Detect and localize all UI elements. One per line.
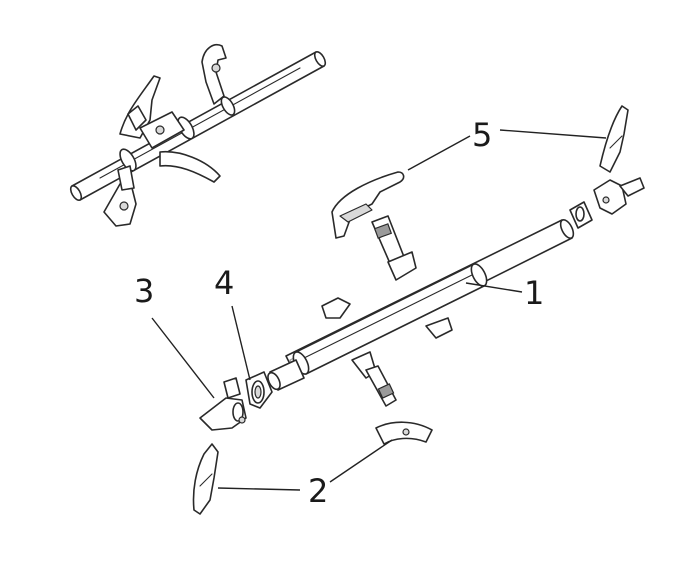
leader-line-2b — [329, 439, 393, 483]
callout-5: 5 — [472, 116, 492, 154]
leader-lines — [151, 129, 607, 491]
lower-fork-part — [351, 351, 433, 445]
leader-line-5b — [499, 129, 607, 139]
callout-2: 2 — [308, 472, 328, 510]
upper-fork-part — [331, 171, 417, 281]
right-side-parts — [569, 105, 645, 229]
collar-part — [199, 377, 247, 431]
main-shaft-part — [267, 219, 575, 391]
leader-line-3 — [151, 317, 215, 399]
callout-4: 4 — [214, 264, 234, 302]
callout-1: 1 — [524, 274, 544, 312]
callout-3: 3 — [134, 272, 154, 310]
leader-line-2a — [217, 487, 301, 491]
ring-part — [245, 371, 273, 409]
leader-line-1 — [465, 282, 523, 293]
assembled-shaft-overview — [69, 44, 327, 227]
bottom-left-fork-part — [192, 443, 219, 515]
clip-parts — [321, 297, 453, 339]
leader-line-4 — [231, 305, 251, 381]
leader-line-5a — [407, 135, 471, 171]
